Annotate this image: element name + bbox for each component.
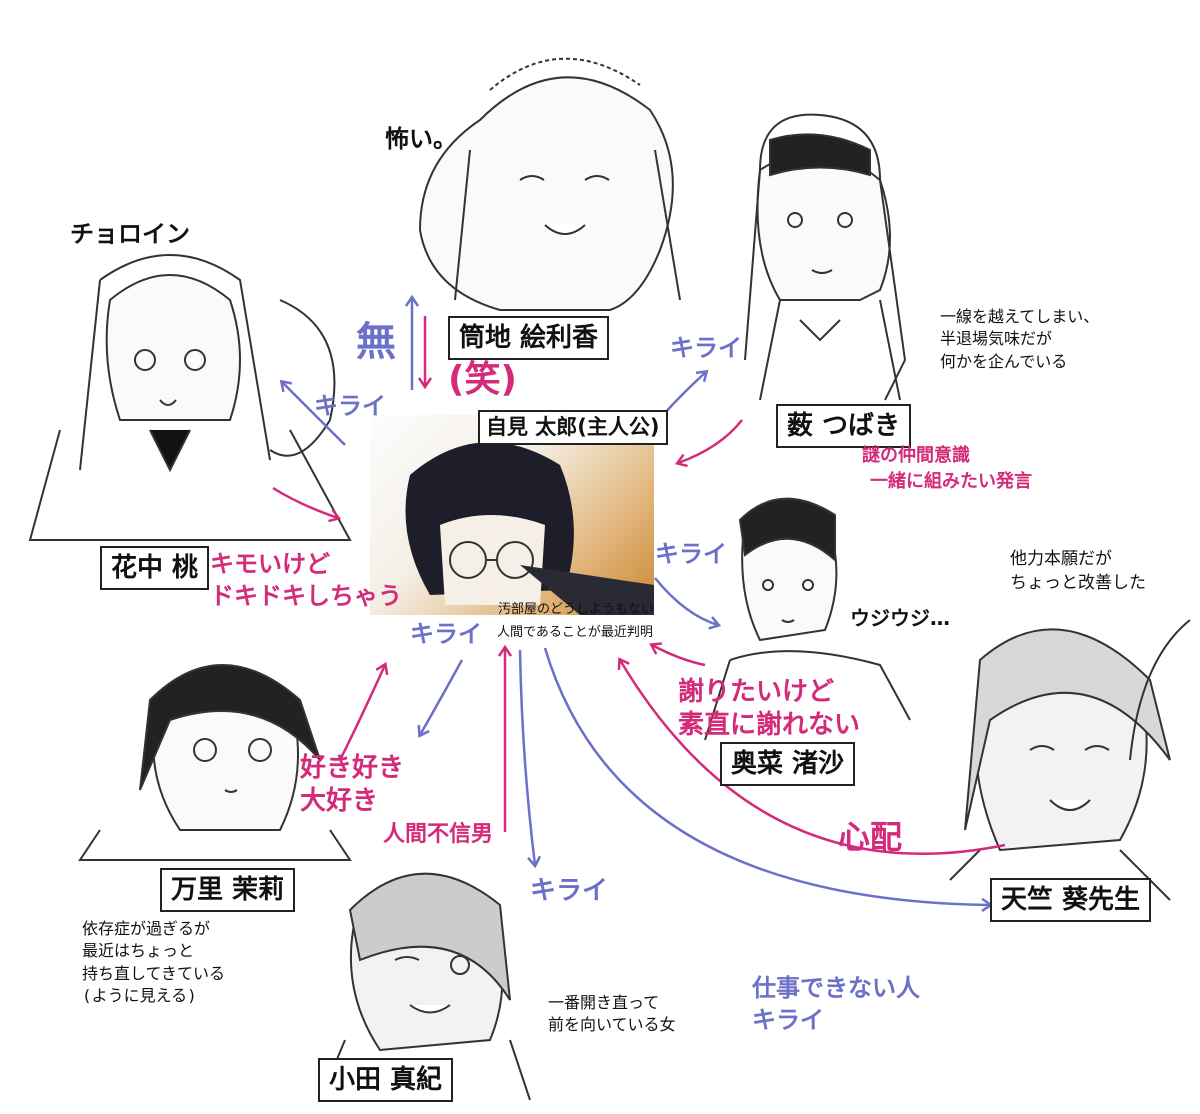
label-suki-line1: 好き好き — [300, 753, 405, 783]
note-yabu: 一線を越えてしまい、 半退場気味だが 何かを企んでいる — [940, 306, 1099, 373]
note-banri-line4: (ように見える) — [82, 986, 197, 1006]
name-box-protagonist: 自見 太郎(主人公) — [478, 410, 668, 445]
note-banri-line3: 持ち直してきている — [82, 963, 226, 983]
label-nazo-line2: 一緒に組みたい発言 — [870, 471, 1032, 493]
arrow-protag-to-banri — [420, 659, 464, 735]
note-banri: 依存症が過ぎるが 最近はちょっと 持ち直してきている (ように見える) — [82, 918, 225, 1008]
name-box-oda: 小田 真紀 — [318, 1058, 454, 1102]
portrait-hananaka — [28, 254, 352, 541]
note-tenjiku-line2: ちょっと改善した — [1010, 572, 1146, 593]
name-box-banri: 万里 茉莉 — [160, 868, 296, 912]
label-ayamari: 謝りたいけど 素直に謝れない — [678, 676, 860, 741]
label-shigoto-line2: キライ — [752, 1006, 824, 1035]
note-oda-line2: 前を向いている女 — [548, 1015, 676, 1035]
label-ujiuji: ウジウジ… — [850, 606, 950, 630]
note-banri-line2: 最近はちょっと — [82, 941, 195, 961]
label-kimoi-line1: キモいけど — [210, 550, 330, 578]
label-ningen-fushin: 人間不信男 — [383, 822, 494, 847]
arrow-protag-to-tenjiku — [543, 647, 990, 905]
arrow-okuna-to-protag — [652, 645, 706, 667]
label-shigoto: 仕事できない人 キライ — [752, 972, 920, 1037]
name-box-hananaka: 花中 桃 — [100, 546, 210, 590]
note-yabu-line2: 半退場気味だが — [940, 329, 1053, 349]
label-kimoi: キモいけど ドキドキしちゃう — [210, 548, 402, 613]
label-ayamari-line2: 素直に謝れない — [678, 709, 861, 740]
label-kirai-okuna: キライ — [655, 540, 727, 568]
protagonist-note-line2: 人間であることが最近判明 — [497, 625, 653, 640]
name-box-tsutsuchi: 筒地 絵利香 — [448, 316, 610, 360]
label-kowai: 怖い。 — [385, 125, 457, 153]
label-warai: (笑) — [448, 359, 517, 400]
protagonist-note-line1: 汚部屋のどうしようもない — [498, 602, 654, 615]
note-yabu-line3: 何かを企んでいる — [940, 351, 1068, 371]
label-choroin: チョロイン — [70, 220, 190, 248]
note-oda-line1: 一番開き直って — [548, 993, 660, 1012]
note-banri-line1: 依存症が過ぎるが — [82, 919, 211, 938]
arrow-protag-to-hananaka — [282, 382, 346, 446]
label-suki: 好き好き 大好き — [300, 752, 404, 817]
label-kirai-banri: キライ — [410, 620, 482, 648]
name-box-okuna: 奥菜 渚沙 — [720, 742, 856, 786]
arrow-protag-to-okuna — [654, 577, 718, 625]
arrow-tenjiku-to-protag — [620, 660, 1006, 856]
label-mu: 無 — [356, 319, 396, 365]
protagonist-drawing — [405, 442, 654, 615]
arrow-hananaka-to-protag — [272, 486, 338, 518]
label-kirai-oda: キライ — [530, 876, 609, 906]
speech-curve-hananaka — [269, 299, 336, 457]
speech-curve-tenjiku — [1129, 619, 1191, 761]
note-oda: 一番開き直って 前を向いている女 — [548, 992, 676, 1037]
label-kimoi-line2: ドキドキしちゃう — [210, 582, 402, 611]
label-shigoto-line1: 仕事できない人 — [752, 974, 920, 1002]
portrait-tenjiku — [949, 628, 1171, 901]
arrow-banri-to-protag — [338, 665, 385, 761]
name-box-tenjiku: 天竺 葵先生 — [990, 878, 1152, 922]
portrait-tsutsuchi — [418, 57, 681, 311]
label-nazo-line1: 謎の仲間意識 — [862, 445, 970, 466]
portrait-okuna — [704, 497, 911, 741]
label-kirai-yabu: キライ — [670, 334, 742, 362]
note-yabu-line1: 一線を越えてしまい、 — [940, 307, 1100, 326]
label-nazo: 謎の仲間意識 一緒に組みたい発言 — [862, 443, 1032, 495]
portrait-yabu — [744, 113, 907, 401]
label-kirai-hananaka: キライ — [314, 392, 386, 420]
name-box-yabu: 薮 つばき — [776, 404, 912, 448]
portrait-oda — [319, 872, 531, 1101]
note-tenjiku-line1: 他力本願だが — [1010, 549, 1112, 569]
note-tenjiku: 他力本願だが ちょっと改善した — [1010, 548, 1146, 596]
arrow-yabu-to-protag — [678, 419, 743, 463]
protagonist-portrait: 汚部屋のどうしようもない — [370, 415, 654, 615]
arrow-protag-to-oda — [518, 649, 535, 865]
label-shinpai: 心配 — [838, 818, 903, 856]
label-ayamari-line1: 謝りたいけど — [678, 677, 835, 707]
portrait-banri — [78, 664, 352, 861]
label-suki-line2: 大好き — [300, 785, 379, 816]
